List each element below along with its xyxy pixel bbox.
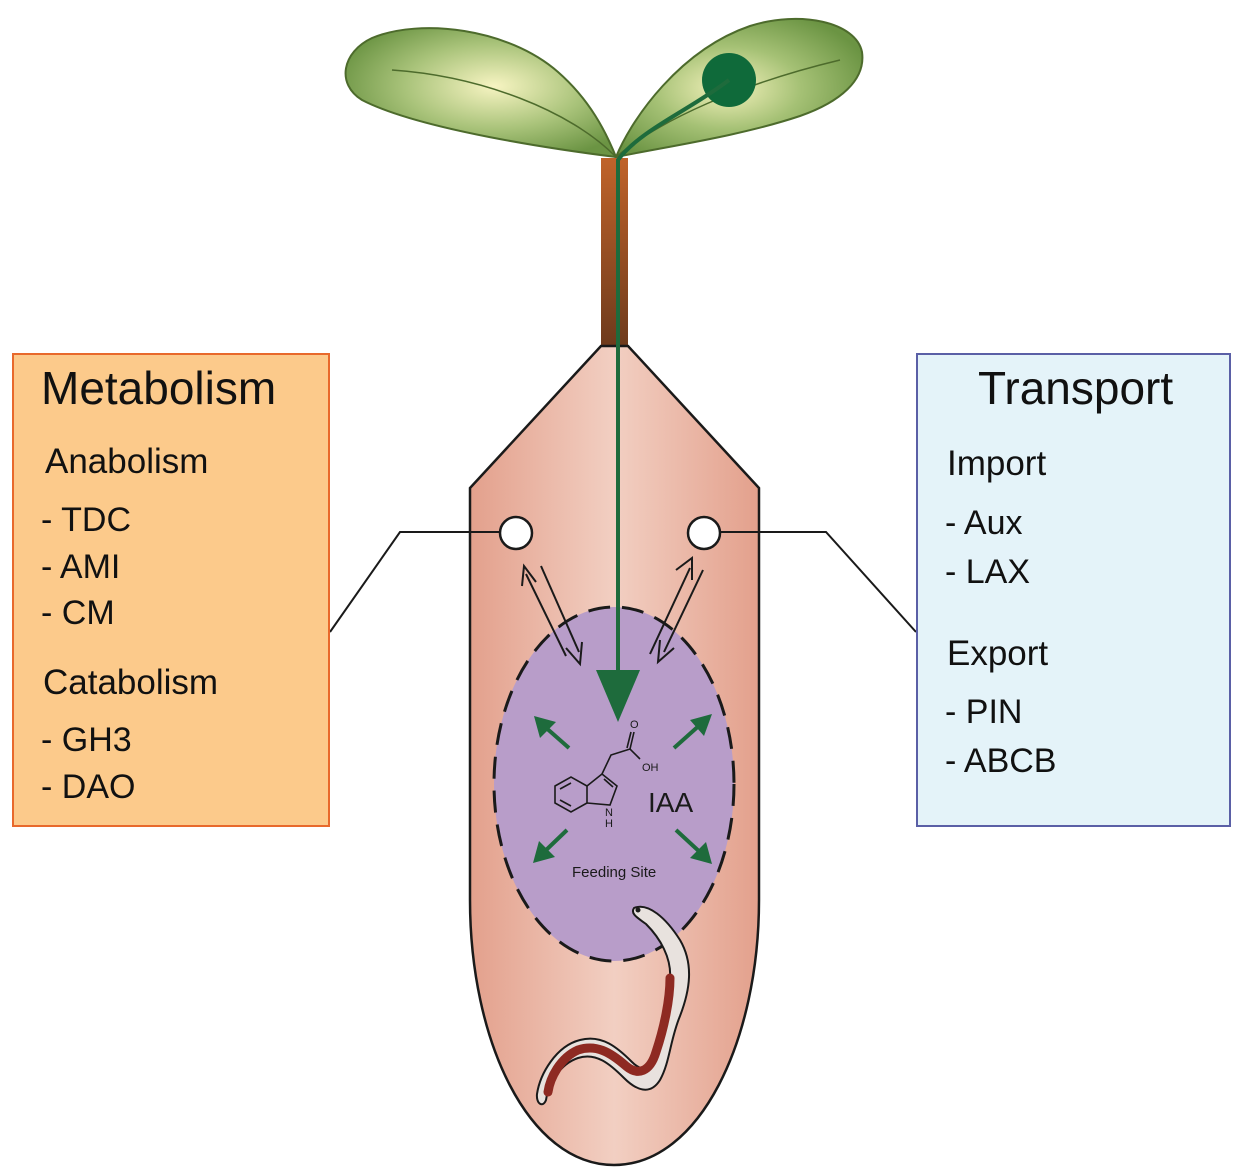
catabolism-heading: Catabolism	[43, 663, 219, 702]
atom-o: O	[630, 719, 639, 731]
metabolism-node	[498, 515, 534, 551]
atom-oh: OH	[642, 762, 659, 774]
transport-title: Transport	[978, 362, 1174, 414]
iaa-label: IAA	[648, 787, 693, 818]
metabolism-connector	[329, 531, 500, 633]
export-heading: Export	[947, 634, 1049, 673]
iaa-molecule	[554, 731, 641, 813]
anabolism-heading: Anabolism	[45, 442, 209, 481]
auxin-transport-line	[616, 78, 731, 680]
feeding-site-label: Feeding Site	[572, 864, 656, 881]
transport-connector	[720, 531, 917, 633]
atom-h: H	[605, 818, 613, 830]
diffusion-arrow-heads	[533, 714, 712, 864]
import-heading: Import	[947, 444, 1047, 483]
nematode	[535, 905, 690, 1106]
leaf-left	[344, 27, 618, 159]
transport-box	[916, 353, 1231, 827]
anabolism-item: - AMI	[41, 548, 121, 586]
transport-node	[686, 515, 722, 551]
metabolism-box	[12, 353, 330, 827]
catabolism-item: - DAO	[41, 768, 136, 806]
metabolism-title: Metabolism	[41, 362, 277, 414]
anabolism-item: - TDC	[41, 501, 132, 539]
exchange-arrows-right	[649, 556, 704, 665]
feeding-site-outline	[492, 605, 736, 963]
anabolism-item: - CM	[41, 594, 115, 632]
import-item: - LAX	[945, 553, 1031, 591]
auxin-arrow-head	[596, 670, 640, 722]
export-item: - PIN	[945, 693, 1023, 731]
catabolism-item: - GH3	[41, 721, 132, 759]
atom-n: N	[605, 807, 613, 819]
export-item: - ABCB	[945, 742, 1057, 780]
stem	[601, 158, 628, 348]
import-item: - Aux	[945, 504, 1023, 542]
exchange-arrows-left	[521, 563, 583, 667]
